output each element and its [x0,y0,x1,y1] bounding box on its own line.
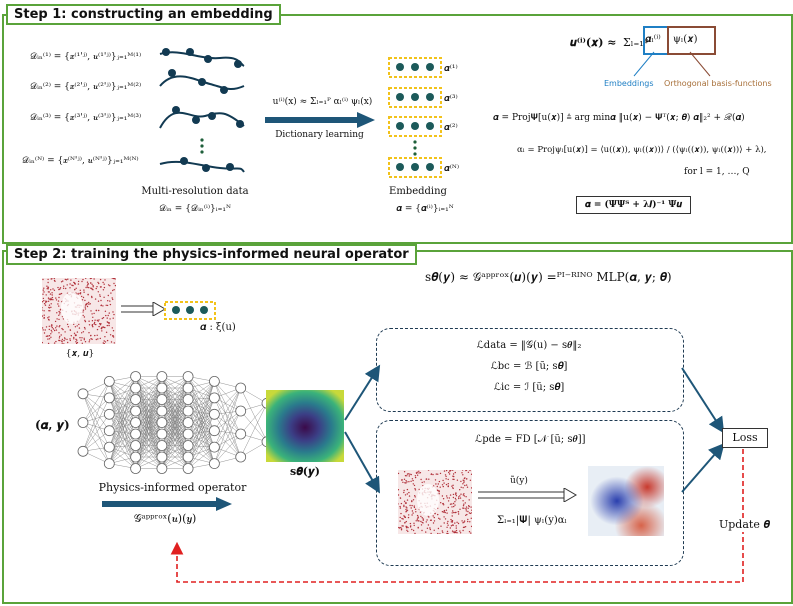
operator-label: Physics-informed operator [98,481,247,494]
projection-formula: 𝜶 = Proj𝚿[u(𝒙)] ≜ arg min𝜶 ‖u(𝒙) − 𝚿ᵀ(𝒙;… [493,113,745,123]
alpha-l-formula: αₗ = Projψₗ[u(𝒙)] = ⟨u((𝒙)), ψₗ((𝒙))⟩ / … [517,145,767,155]
top-formula-alpha: 𝜶ₗ⁽ⁱ⁾ [645,34,661,45]
sum-formula: Σₗ₌₁|𝚿| ψₗ(y)αₗ [497,515,567,526]
embedding-boxes [388,57,442,178]
loss-box: Loss [722,428,768,448]
main-formula: s𝜽(𝒚) ≈ 𝒢ᵃᵖᵖʳᵒˣ(𝒖)(𝒚) =ᴾᴵ⁻ᴿᴵᴺᴼ MLP(𝜶, 𝒚;… [425,270,672,284]
point-cloud-pde [398,470,472,534]
alpha-embedding-box [164,301,216,320]
embedding-label: Embedding [389,186,447,197]
residual-field [588,466,664,536]
embedding-label-1: 𝜶⁽¹⁾ [444,64,458,74]
dataset-3-label: 𝒟ᵢₙ⁽³⁾ = {𝒙⁽³'ʲ⁾, 𝒖⁽³'ʲ⁾}ⱼ₌₁ᴹ⁽³⁾ [30,113,142,123]
d-in-definition: 𝒟ᵢₙ = {𝒟ᵢₙ⁽ⁱ⁾}ᵢ₌₁ᴺ [159,204,231,214]
input-label: (𝜶, 𝒚) [35,418,70,432]
embeddings-label: Embeddings [604,79,654,88]
s-theta-label: s𝜽(𝒚) [290,465,320,478]
curve-3 [159,111,245,129]
curve-2 [159,75,245,91]
multi-res-label: Multi-resolution data [141,186,249,197]
dataset-1-label: 𝒟ᵢₙ⁽¹⁾ = {𝒙⁽¹'ʲ⁾, 𝒖⁽¹'ʲ⁾}ⱼ₌₁ᴹ⁽¹⁾ [30,52,142,62]
step1-frame [2,14,793,244]
alpha-xi-label: 𝜶 : ξ(u) [200,322,236,333]
embedding-label-n: 𝜶⁽ᴺ⁾ [444,164,460,174]
update-theta-label: Update 𝜽 [719,518,770,532]
boxed-formula: 𝜶 = (𝚿𝚿ᵀ + λ𝑰)⁻¹ 𝚿𝒖 [576,196,692,214]
step1-title: Step 1: constructing an embedding [6,4,281,25]
step2-title: Step 2: training the physics-informed ne… [6,244,417,265]
g-approx-label: 𝒢ᵃᵖᵖʳᵒˣ(𝒖)(𝒚) [133,512,197,525]
loss-pde: ℒpde = FD [𝒩 [ũ; s𝜽]] [475,434,586,445]
alpha-set: 𝜶 = {𝜶⁽ⁱ⁾}ᵢ₌₁ᴺ [396,204,454,214]
curve-n [159,160,245,173]
operator-arrow [102,497,232,511]
point-cloud-input [42,278,116,344]
approx-formula: u⁽ⁱ⁾(x) ≈ Σₗ₌₁ᴾ αₗ⁽ⁱ⁾ ψₗ(x) [272,97,373,107]
input-arrow [121,302,165,316]
top-formula-psi: ψₗ(𝒙) [673,34,698,45]
top-formula-lhs: 𝒖⁽ⁱ⁾(𝒙) ≈ [570,36,617,49]
label-pointers [633,51,711,77]
dictionary-learning-label: Dictionary learning [275,130,364,140]
for-l-label: for l = 1, …, Q [684,167,750,177]
u-tilde-label: ũ(y) [510,476,528,486]
neural-network [77,371,273,474]
dataset-2-label: 𝒟ᵢₙ⁽²⁾ = {𝒙⁽²'ʲ⁾, 𝒖⁽²'ʲ⁾}ⱼ₌₁ᴹ⁽²⁾ [30,82,142,92]
dataset-n-label: 𝒟ᵢₙ⁽ᴺ⁾ = {𝒙⁽ᴺ'ʲ⁾, 𝒖⁽ᴺ'ʲ⁾}ⱼ₌₁ᴹ⁽ᴺ⁾ [22,156,139,166]
embedding-label-3: 𝜶⁽³⁾ [444,94,458,104]
pde-arrow [478,488,577,502]
data-curves [159,48,245,173]
top-formula-sum: Σₗ₌₁ᵠ [623,36,649,49]
output-field [266,390,344,462]
dictionary-arrow [265,112,375,128]
loss-ic: ℒic = ℐ [ũ; s𝜽] [493,382,565,393]
xu-label: {𝒙, 𝒖} [65,349,95,359]
loss-bc: ℒbc = ℬ [ũ; s𝜽] [490,361,568,372]
embedding-label-2: 𝜶⁽²⁾ [444,123,458,133]
loss-data: ℒdata = ‖𝒢(u) − s𝜽‖₂ [476,340,582,351]
basis-functions-label: Orthogonal basis-functions [664,79,772,88]
